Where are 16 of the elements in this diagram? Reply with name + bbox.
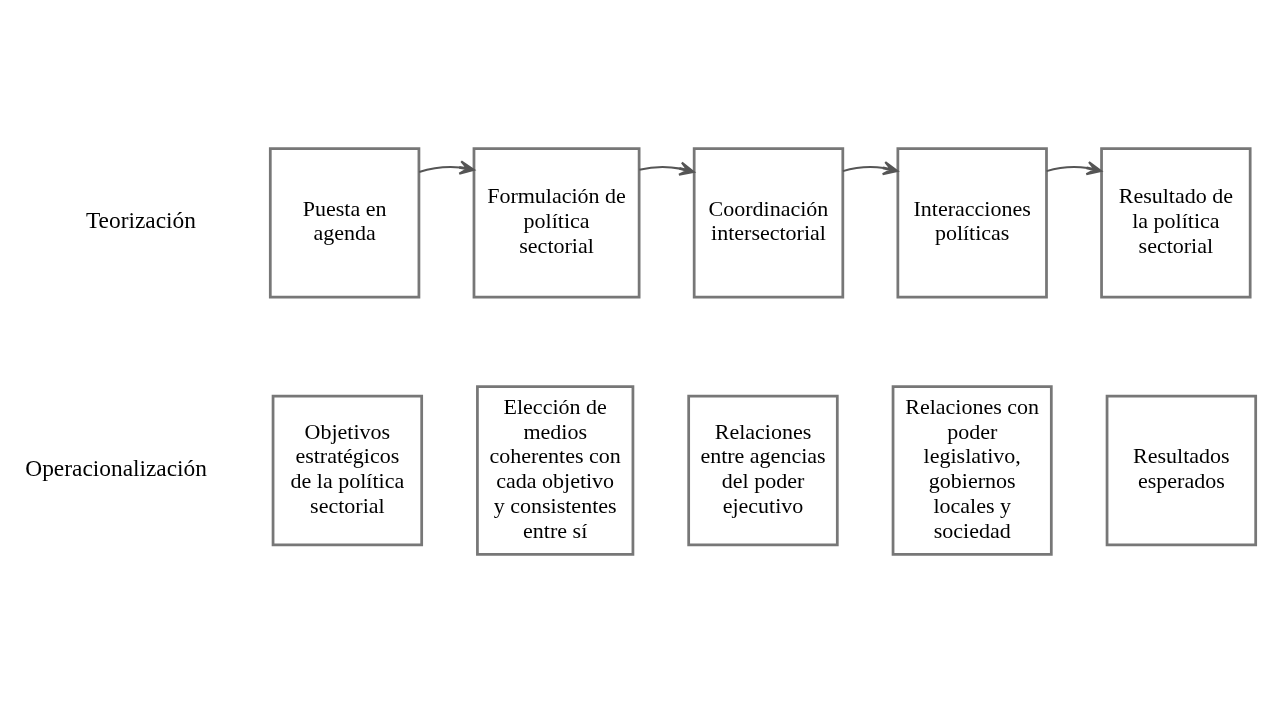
node-box: Elección de medios coherentes con cada objetivo y consistentes entre sí	[476, 384, 635, 556]
node-box: Coordinación intersectorial	[692, 146, 845, 298]
node-box: Objetivos estratégicos de la política sectorial	[271, 394, 424, 546]
arrow	[418, 159, 475, 175]
node-box: Resultado de la política sectorial	[1100, 146, 1252, 298]
arrow	[1046, 160, 1103, 175]
node-box: Formulación de política sectorial	[472, 146, 641, 298]
arrow	[842, 160, 899, 175]
node-box: Resultados esperados	[1105, 394, 1258, 546]
node-box: Relaciones con poder legislativo, gobiernos locales y sociedad	[891, 384, 1053, 556]
label: Teorización	[85, 206, 196, 233]
arrow	[639, 161, 695, 176]
label: Operacionalización	[25, 454, 208, 481]
node-box: Puesta en agenda	[268, 146, 421, 298]
node-box: Interacciones políticas	[896, 146, 1048, 298]
node-box: Relaciones entre agencias del poder ejecutivo	[687, 394, 839, 546]
